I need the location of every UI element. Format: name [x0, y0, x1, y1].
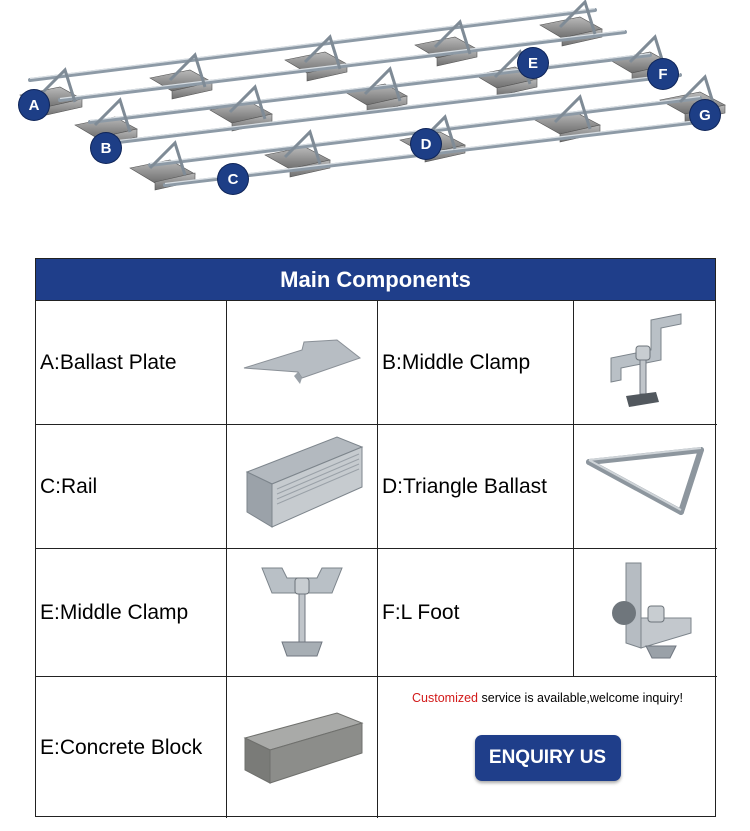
- rail-image: [227, 425, 378, 549]
- triangle-ballast-image: [574, 425, 717, 549]
- ballast-plate-image: [227, 301, 378, 425]
- component-label-rail: C:Rail: [36, 425, 227, 549]
- enquiry-button[interactable]: ENQUIRY US: [474, 735, 621, 781]
- enquiry-panel: Customized service is available,welcome …: [378, 677, 717, 818]
- middle-clamp-e-image: [227, 549, 378, 677]
- marker-g: G: [690, 100, 720, 130]
- l-foot-image: [574, 549, 717, 677]
- concrete-block-icon: [243, 711, 364, 784]
- service-text: service is available,welcome inquiry!: [478, 691, 683, 705]
- marker-e: E: [518, 48, 548, 78]
- component-label-triangle-ballast: D:Triangle Ballast: [378, 425, 574, 549]
- middle-clamp-b-image: [574, 301, 717, 425]
- marker-a: A: [19, 90, 49, 120]
- l-foot-icon: [611, 562, 691, 658]
- ballast-array-drawing: [19, 0, 726, 191]
- middle-clamp-icon: [261, 567, 343, 656]
- triangle-ballast-icon: [585, 446, 704, 515]
- marker-c: C: [218, 164, 248, 194]
- marker-d: D: [411, 129, 441, 159]
- ballast-plate-icon: [243, 338, 362, 384]
- marker-b: B: [91, 133, 121, 163]
- main-components-table: Main Components A:Ballast Plate B:Middle…: [35, 258, 717, 818]
- component-label-concrete-block: E:Concrete Block: [36, 677, 227, 818]
- component-label-l-foot: F:L Foot: [378, 549, 574, 677]
- component-label-ballast-plate: A:Ballast Plate: [36, 301, 227, 425]
- rail-icon: [245, 435, 364, 528]
- customized-service-text: Customized service is available,welcome …: [412, 691, 683, 705]
- customized-accent: Customized: [412, 691, 479, 705]
- concrete-block-image: [227, 677, 378, 818]
- component-label-middle-clamp-b: B:Middle Clamp: [378, 301, 574, 425]
- component-label-middle-clamp-e: E:Middle Clamp: [36, 549, 227, 677]
- marker-f: F: [648, 59, 678, 89]
- table-title: Main Components: [36, 259, 715, 301]
- middle-clamp-icon: [610, 313, 681, 407]
- mounting-system-diagram: A B C D E F G: [0, 0, 750, 215]
